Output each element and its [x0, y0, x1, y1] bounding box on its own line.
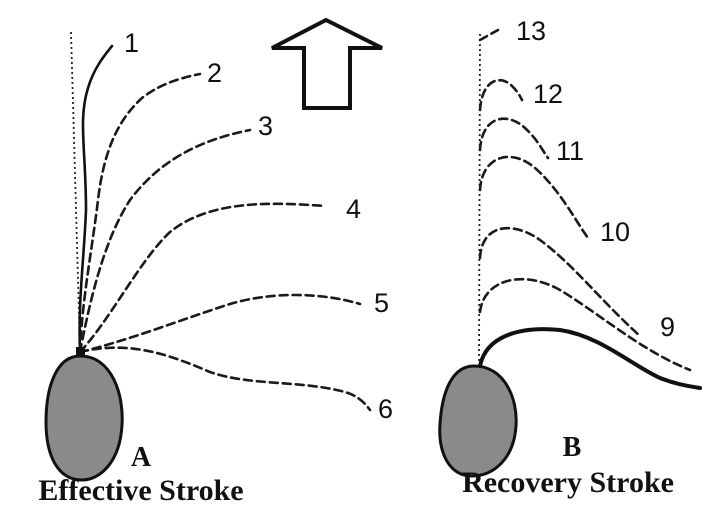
panel-b-letter: B — [563, 432, 582, 463]
cilium-position-11 — [480, 119, 548, 158]
panel-a-vertical-reference-line — [71, 32, 80, 350]
cilium-position-6 — [80, 348, 370, 410]
panel-a-basal-body — [76, 347, 85, 357]
position-label-13: 13 — [516, 16, 546, 46]
panel-a-letter: A — [131, 442, 152, 473]
panel-b-caption: Recovery Stroke — [462, 466, 674, 499]
position-label-1: 1 — [124, 28, 139, 58]
cilium-position-5 — [80, 295, 360, 352]
cilium-position-13 — [480, 30, 498, 40]
position-label-5: 5 — [374, 288, 389, 318]
position-label-11: 11 — [556, 136, 584, 166]
position-label-6: 6 — [378, 394, 393, 424]
position-label-2: 2 — [207, 58, 222, 88]
position-label-9: 9 — [660, 312, 675, 342]
position-label-4: 4 — [346, 194, 361, 224]
cilium-position-2 — [80, 74, 200, 352]
cilium-position-11b — [480, 157, 588, 238]
position-label-3: 3 — [258, 111, 273, 141]
up-arrow-icon — [272, 20, 382, 108]
panel-a-cell-body — [46, 356, 122, 480]
cilium-position-12 — [480, 80, 522, 110]
panel-b-vertical-reference-line — [479, 34, 480, 370]
position-label-12: 12 — [533, 79, 563, 109]
panel-b-cell-body — [440, 366, 516, 476]
panel-a-caption: Effective Stroke — [38, 474, 243, 507]
position-label-10: 10 — [600, 217, 630, 247]
panel-b: 13 12 11 10 9 B Recovery Stroke — [440, 16, 700, 499]
cilium-position-9-dashed — [480, 279, 690, 370]
